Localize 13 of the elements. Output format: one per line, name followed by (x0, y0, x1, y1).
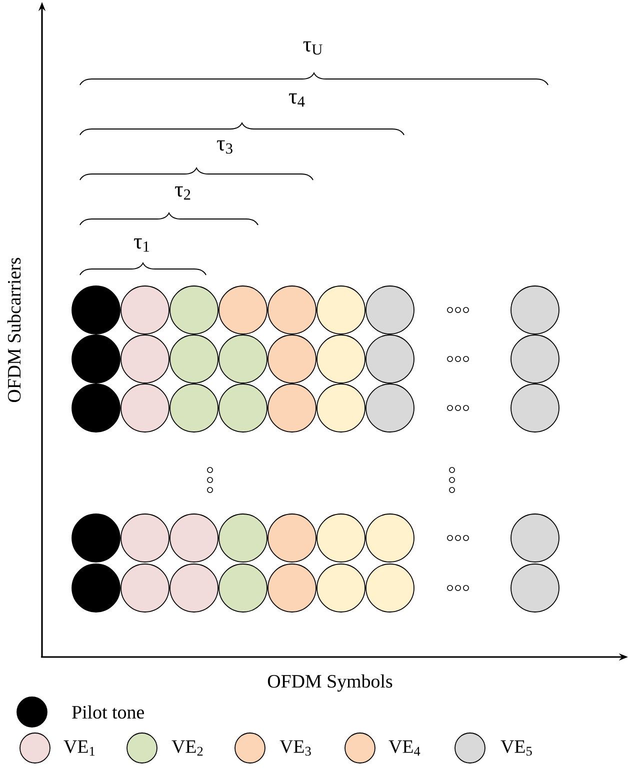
duration-label: τ$_{2}$ (175, 186, 190, 200)
legend-label: VE$_{1}$ (64, 740, 95, 756)
legend-label: VE$_{2}$ (172, 740, 203, 756)
duration-label: τ$_{1}$ (134, 238, 150, 252)
legend-label: VE$_{4}$ (388, 740, 420, 756)
axis-label: OFDM Subcarriers (7, 258, 21, 402)
legend-label: Pilot tone (72, 705, 144, 719)
legend-label: VE$_{3}$ (280, 740, 311, 756)
duration-label: τ$_{3}$ (217, 140, 232, 154)
legend-label: VE$_{5}$ (500, 740, 532, 756)
axis-label: OFDM Symbols (268, 674, 392, 692)
duration-label: τ$_{U}$ (303, 41, 322, 55)
duration-label: τ$_{4}$ (289, 93, 305, 107)
